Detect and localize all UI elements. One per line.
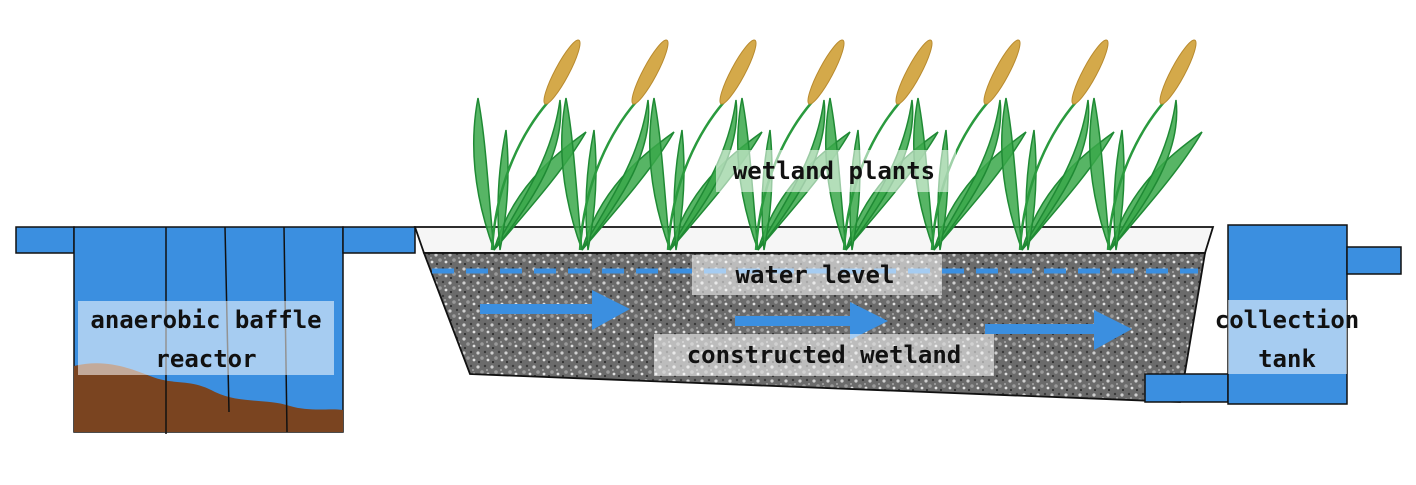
tank-label-line1: collection	[1215, 306, 1360, 334]
tank-inlet-pipe	[1144, 373, 1229, 403]
flow-arrow-1	[480, 290, 630, 330]
plant-leaf	[1109, 99, 1178, 251]
plant-stem	[490, 101, 549, 251]
plant-leaf	[845, 99, 914, 251]
wetland-label-bg	[654, 334, 994, 376]
plant-leaf	[669, 99, 738, 251]
wetland-plant	[1088, 39, 1203, 251]
reactor-label-line2: reactor	[155, 345, 256, 373]
plant-seed-head	[983, 39, 1021, 105]
reactor-label-line1: anaerobic baffle	[90, 306, 321, 334]
plant-stem	[666, 101, 725, 251]
tank-label-line2: tank	[1258, 345, 1316, 373]
plant-seed-head	[807, 39, 845, 105]
wetland-label: constructed wetland	[687, 341, 962, 369]
plant-leaf	[933, 99, 1002, 251]
plant-leaf	[648, 97, 671, 251]
reactor-outlet-pipe	[342, 226, 416, 254]
flow-arrow-2	[735, 302, 888, 340]
plant-stem	[578, 101, 637, 251]
plant-seed-head	[895, 39, 933, 105]
plant-seed-head	[719, 39, 757, 105]
wetland-plants	[472, 39, 1203, 251]
plants-label-bg	[716, 150, 956, 192]
plant-leaf	[472, 97, 495, 251]
plant-stem	[1018, 101, 1077, 251]
plant-leaf	[1088, 97, 1111, 251]
plant-leaf	[493, 99, 562, 251]
constructed-wetland: wetland plants water level constructed w…	[413, 39, 1215, 403]
wetland-surface-layer	[413, 226, 1215, 254]
water-level-label: water level	[736, 261, 895, 289]
tank-label-bg	[1228, 300, 1347, 374]
water-level-label-bg	[692, 255, 942, 295]
plant-leaf	[560, 97, 583, 251]
flow-arrow-3	[985, 310, 1132, 350]
collection-tank: collection tank	[1144, 224, 1402, 405]
plant-leaf	[1021, 99, 1090, 251]
tank-outlet-pipe	[1346, 246, 1402, 275]
plant-leaf	[581, 99, 650, 251]
plant-leaf	[1000, 97, 1023, 251]
reactor-sludge	[74, 363, 343, 432]
reactor-label-bg	[78, 301, 334, 375]
plant-seed-head	[631, 39, 669, 105]
anaerobic-baffle-reactor: anaerobic baffle reactor	[15, 226, 416, 434]
plant-seed-head	[543, 39, 581, 105]
plant-leaf	[757, 99, 826, 251]
plant-stem	[1106, 101, 1165, 251]
plant-seed-head	[1071, 39, 1109, 105]
plant-seed-head	[1159, 39, 1197, 105]
plants-label: wetland plants	[733, 157, 935, 185]
reactor-inlet-pipe	[15, 226, 75, 254]
